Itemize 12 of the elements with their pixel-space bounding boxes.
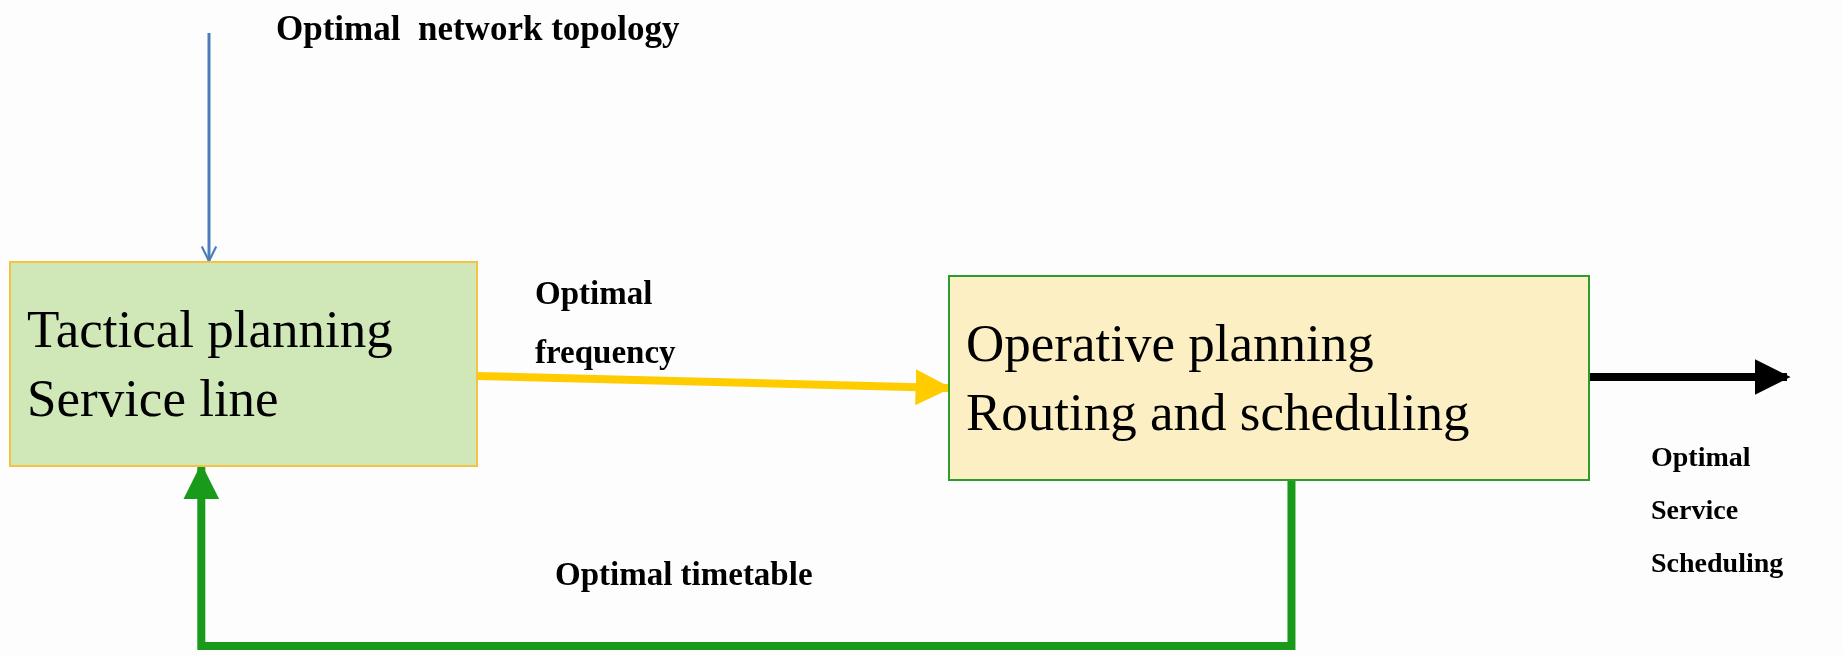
edge-label: Optimal frequency [535, 274, 677, 373]
box-text: Tactical planning [27, 299, 393, 361]
arrow [200, 33, 218, 263]
process-box [948, 275, 1590, 481]
edge-label: Optimal timetable [555, 555, 814, 594]
edge-label: Optimal Service Scheduling [1651, 440, 1785, 581]
box-text: Routing and scheduling [966, 382, 1470, 443]
arrow [1590, 359, 1791, 395]
edge-label: Optimal network topology [276, 8, 681, 50]
box-text: Operative planning [966, 313, 1374, 375]
box-text: Service line [27, 368, 279, 429]
process-box [9, 261, 478, 467]
